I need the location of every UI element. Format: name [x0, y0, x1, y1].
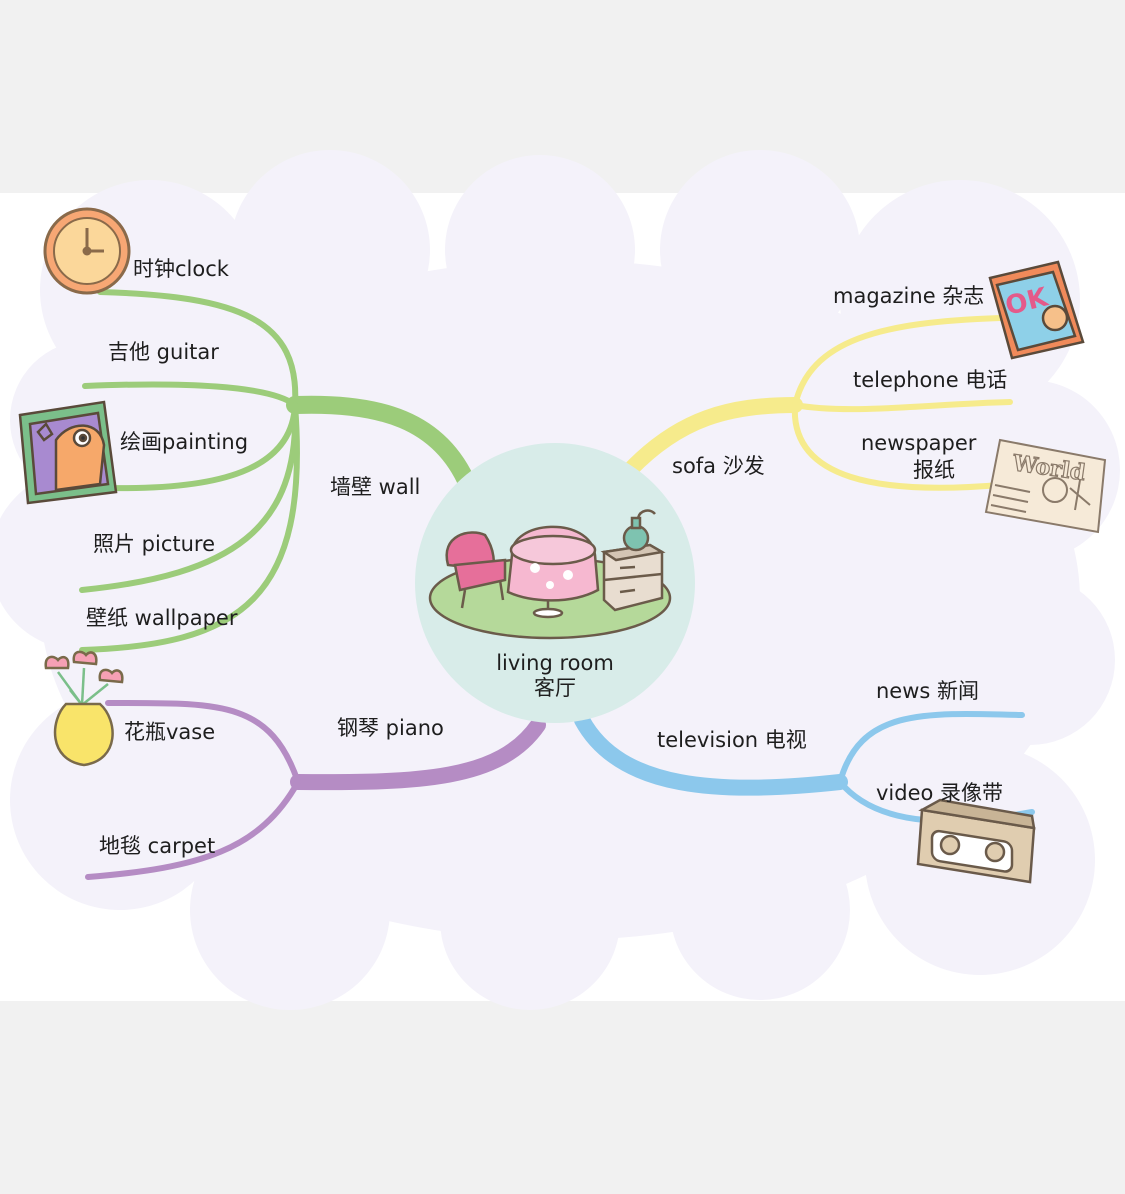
item-news: news 新闻: [876, 679, 980, 703]
branch-label-wall: 墙壁 wall: [330, 475, 421, 499]
item-vase: 花瓶vase: [124, 720, 216, 744]
magazine-icon: OK: [988, 260, 1085, 360]
item-carpet: 地毯 carpet: [99, 834, 216, 858]
branch-piano: [85, 699, 546, 880]
vase-icon: [44, 650, 124, 767]
center-label-zh: 客厅: [534, 676, 576, 701]
center-label-en: living room: [496, 651, 614, 675]
item-video: video 录像带: [876, 781, 1004, 805]
clock-icon: [43, 207, 131, 295]
branch-label-piano: 钢琴 piano: [337, 716, 444, 740]
item-wallpaper: 壁纸 wallpaper: [86, 606, 238, 630]
item-telephone: telephone 电话: [853, 368, 1008, 392]
item-painting: 绘画painting: [120, 430, 249, 454]
item-newspaper-zh: 报纸: [913, 458, 955, 482]
branch-sofa: [622, 315, 1013, 491]
item-magazine: magazine 杂志: [833, 284, 985, 308]
item-newspaper-en: newspaper: [861, 431, 977, 455]
item-guitar: 吉他 guitar: [108, 340, 219, 364]
newspaper-icon: World: [984, 438, 1107, 534]
branch-label-television: television 电视: [657, 728, 807, 752]
living-room-furniture-icon: [428, 509, 672, 640]
branch-label-sofa: sofa 沙发: [672, 454, 765, 478]
videotape-icon: [916, 798, 1036, 884]
center-label: living room 客厅: [480, 651, 630, 701]
branch-wall: [79, 289, 477, 653]
item-picture: 照片 picture: [93, 532, 216, 556]
painting-icon: [18, 400, 118, 505]
item-clock: 时钟clock: [133, 257, 229, 281]
